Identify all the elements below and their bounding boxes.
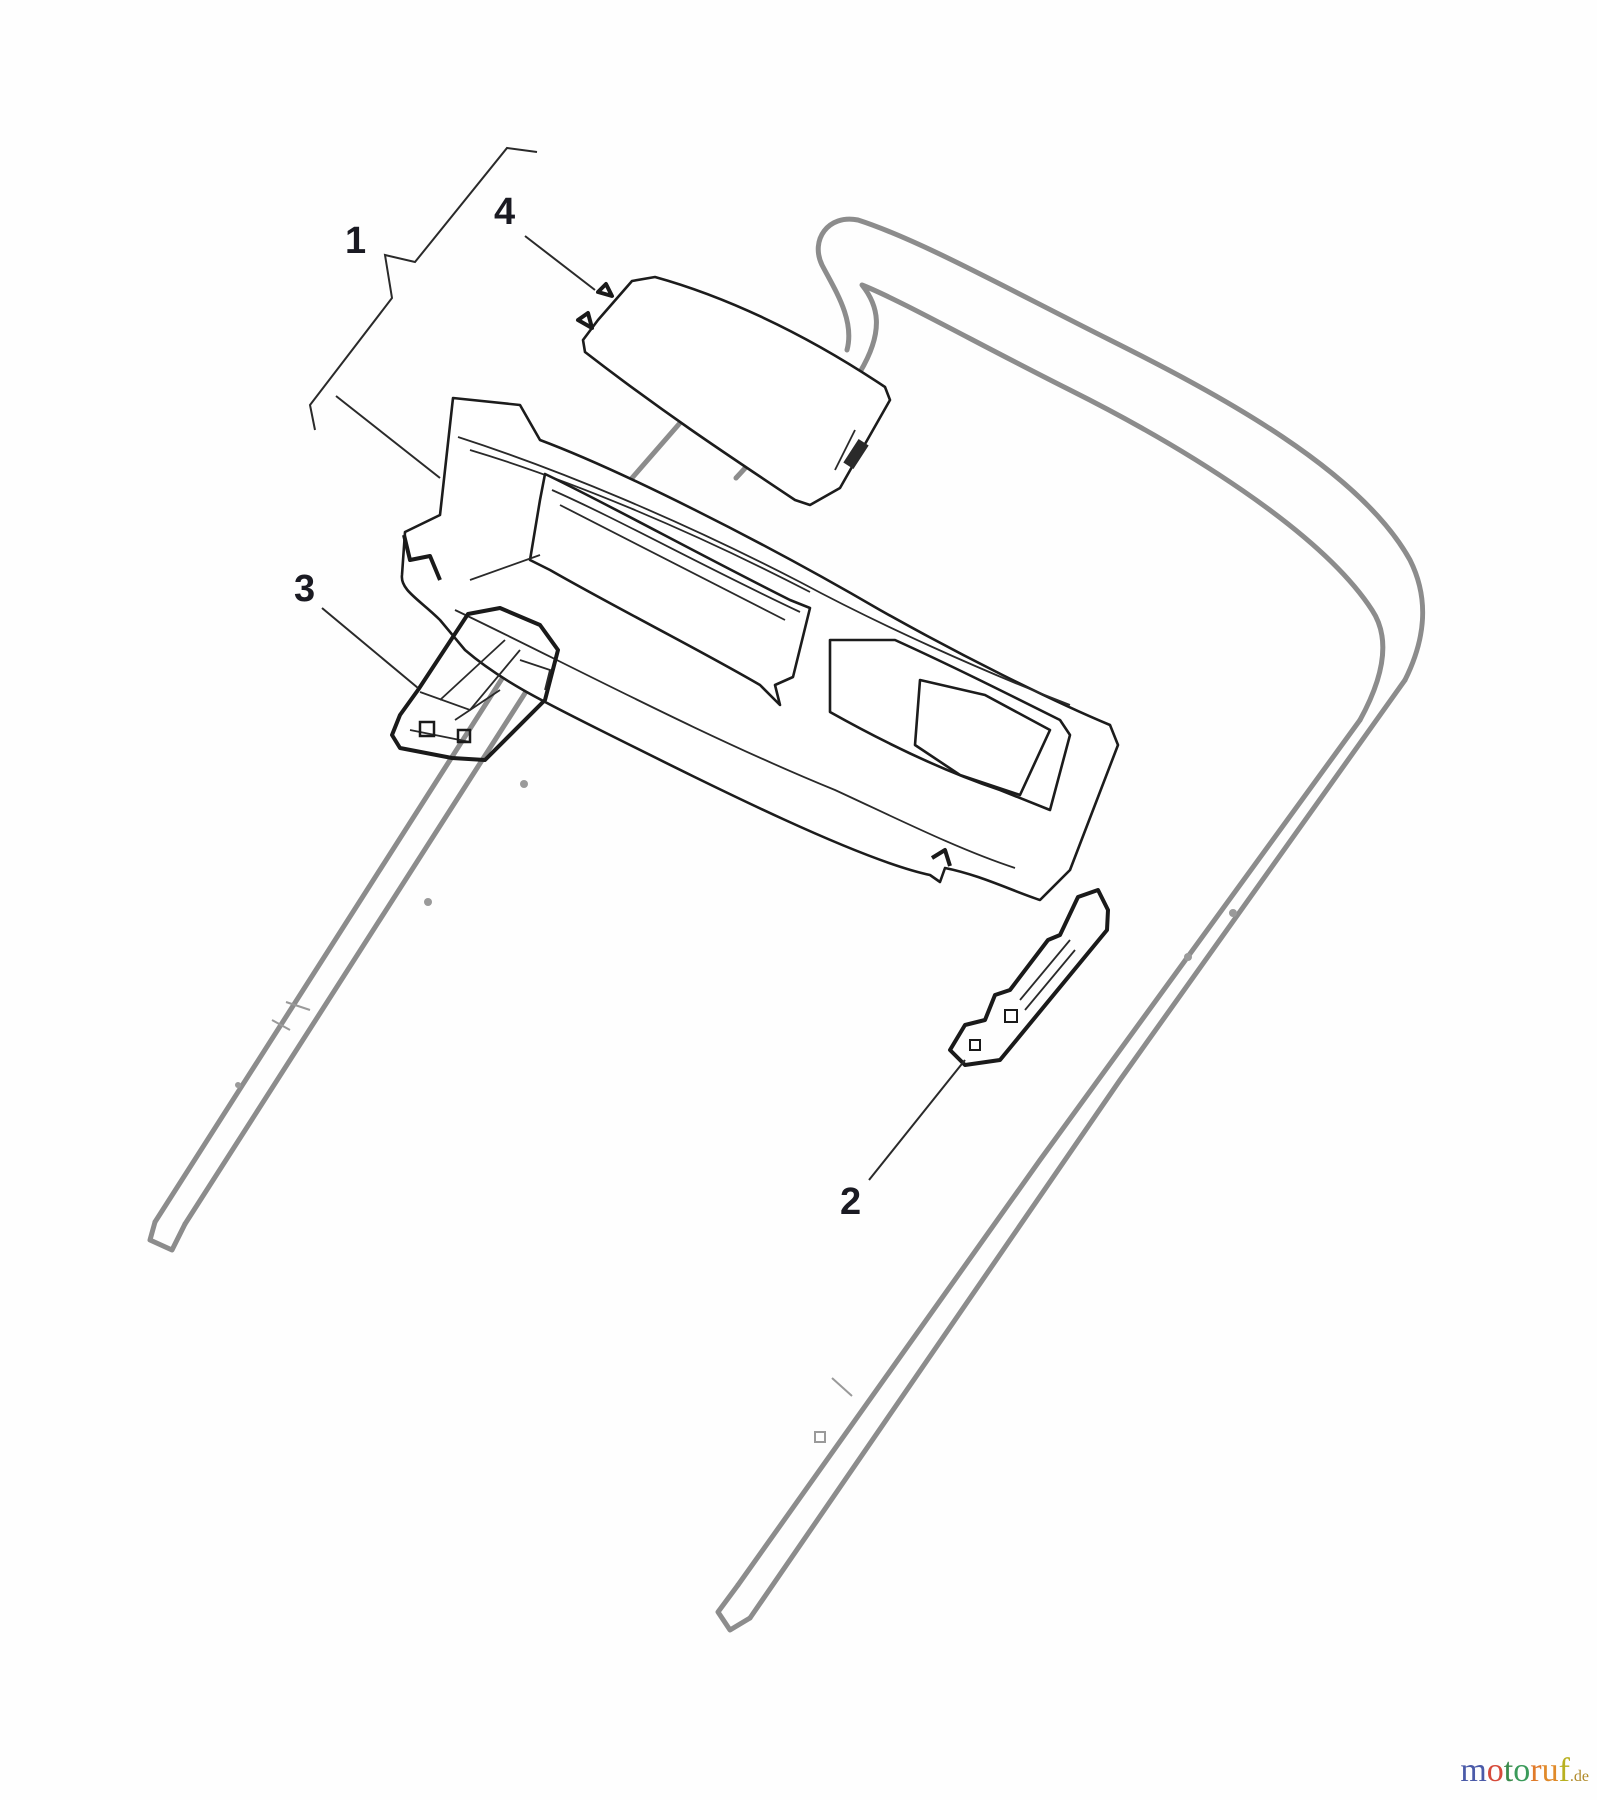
watermark-letter: o — [1486, 1752, 1504, 1789]
watermark-letter: m — [1460, 1752, 1487, 1789]
callout-label-4: 4 — [494, 191, 516, 233]
part-2-clip — [948, 888, 1110, 1067]
watermark-tld: .de — [1569, 1768, 1589, 1785]
part-3-bracket — [390, 606, 560, 762]
watermark-letter: f — [1558, 1752, 1570, 1789]
site-watermark: motoruf.de — [1460, 1754, 1589, 1788]
part-4-cover — [576, 275, 892, 507]
watermark-letter: r — [1530, 1752, 1542, 1789]
watermark-letter: o — [1513, 1752, 1531, 1789]
callout-label-2: 2 — [840, 1181, 862, 1223]
watermark-letter: u — [1541, 1752, 1559, 1789]
handle-frame — [147, 216, 1426, 1633]
callout-label-3: 3 — [294, 568, 316, 610]
callout-leaders — [308, 146, 966, 1181]
watermark-letter: t — [1503, 1752, 1514, 1789]
part-1-housing — [400, 396, 1120, 902]
callout-label-1: 1 — [345, 220, 367, 262]
